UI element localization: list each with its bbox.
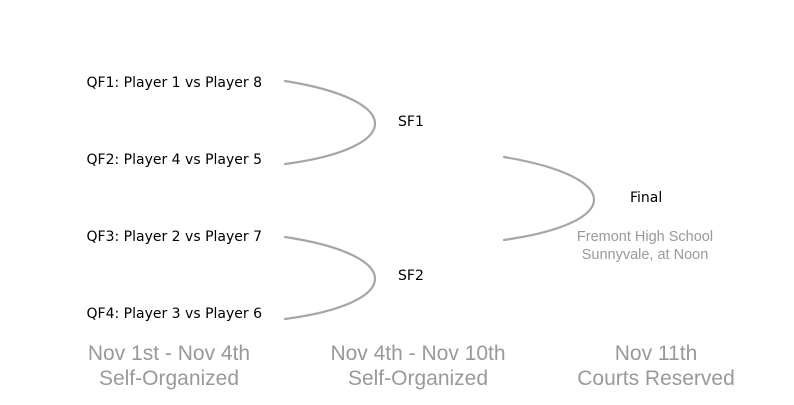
stage-1-mode: Self-Organized — [99, 367, 239, 390]
stage-2-mode: Self-Organized — [348, 367, 488, 390]
stage-2-dates: Nov 4th - Nov 10th — [330, 342, 505, 365]
stage-3-dates: Nov 11th — [615, 342, 698, 365]
final-venue-line1: Fremont High School — [577, 229, 713, 245]
stage-3-mode: Courts Reserved — [577, 367, 735, 390]
qf2-label: QF2: Player 4 vs Player 5 — [87, 152, 262, 168]
final-venue-line2: Sunnyvale, at Noon — [582, 247, 709, 263]
sf-to-final-connector — [502, 155, 595, 242]
qf1-qf2-to-sf1-connector — [283, 79, 377, 166]
final-label: Final — [630, 190, 662, 206]
sf1-label: SF1 — [398, 114, 424, 130]
sf2-label: SF2 — [398, 268, 424, 284]
stage-1-dates: Nov 1st - Nov 4th — [88, 342, 250, 365]
qf3-label: QF3: Player 2 vs Player 7 — [87, 229, 262, 245]
qf3-qf4-to-sf2-connector — [283, 235, 377, 321]
qf4-label: QF4: Player 3 vs Player 6 — [87, 306, 263, 322]
qf1-label: QF1: Player 1 vs Player 8 — [87, 75, 262, 91]
